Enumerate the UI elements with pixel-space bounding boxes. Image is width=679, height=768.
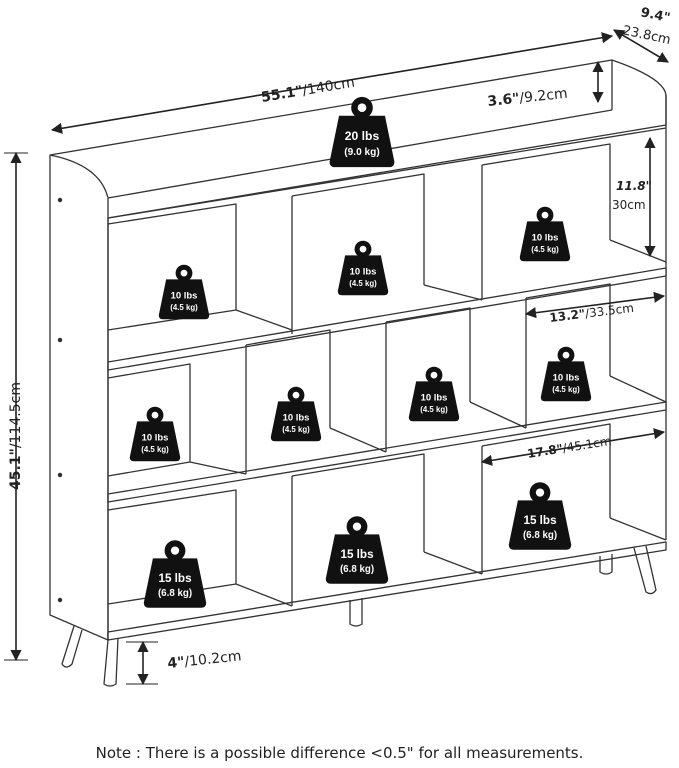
leg-height-in-label: 4" bbox=[167, 654, 186, 672]
cube-height-in-label: 11.8" bbox=[616, 179, 652, 193]
weight-lbs-label: 15 lbs bbox=[340, 548, 374, 561]
depth-dimension-line bbox=[613, 29, 669, 63]
weight-icon: 20 lbs (9.0 kg) bbox=[329, 96, 395, 168]
svg-text:55.1"/140cm: 55.1"/140cm bbox=[260, 75, 356, 106]
weight-lbs-label: 15 lbs bbox=[523, 514, 557, 527]
weight-lbs-label: 10 lbs bbox=[532, 232, 559, 243]
svg-text:3.6"/9.2cm: 3.6"/9.2cm bbox=[487, 86, 569, 110]
weight-lbs-label: 10 lbs bbox=[553, 372, 580, 383]
top-ledge-in-label: 3.6" bbox=[487, 91, 521, 110]
weight-icon: 10 lbs (4.5 kg) bbox=[519, 206, 571, 262]
weight-icon: 10 lbs (4.5 kg) bbox=[540, 346, 592, 402]
weight-kg-label: (9.0 kg) bbox=[344, 147, 379, 158]
weight-kg-label: (6.8 kg) bbox=[340, 564, 374, 575]
weight-kg-label: (4.5 kg) bbox=[141, 445, 169, 454]
dimension-lines bbox=[4, 29, 669, 686]
svg-text:17.8"/45.1cm: 17.8"/45.1cm bbox=[526, 434, 612, 461]
large-cube-width-in-label: 17.8" bbox=[526, 442, 564, 461]
top-ledge-cm-label: /9.2cm bbox=[519, 86, 569, 107]
weight-lbs-label: 10 lbs bbox=[421, 392, 448, 403]
middle-cube-width-dimension-line bbox=[524, 291, 666, 319]
weight-icon: 15 lbs (6.8 kg) bbox=[143, 540, 207, 608]
width-dimension-line bbox=[50, 32, 614, 134]
weight-kg-label: (4.5 kg) bbox=[552, 385, 580, 394]
weight-icon: 15 lbs (6.8 kg) bbox=[508, 482, 572, 550]
height-in-label: 45.1" bbox=[8, 448, 24, 490]
weight-icon: 10 lbs (4.5 kg) bbox=[408, 366, 460, 422]
svg-text:45.1"/114.5cm: 45.1"/114.5cm bbox=[8, 382, 24, 490]
weight-kg-label: (4.5 kg) bbox=[170, 303, 198, 312]
weight-icon: 10 lbs (4.5 kg) bbox=[337, 240, 389, 296]
weight-capacity-icons: 20 lbs (9.0 kg) 10 lbs (4.5 kg) 10 lbs (4.5 k… bbox=[129, 96, 592, 608]
large-cube-width-cm-label: /45.1cm bbox=[562, 434, 613, 456]
width-in-label: 55.1" bbox=[260, 83, 304, 106]
weight-lbs-label: 15 lbs bbox=[158, 572, 192, 585]
weight-kg-label: (4.5 kg) bbox=[282, 425, 310, 434]
weight-kg-label: (4.5 kg) bbox=[420, 405, 448, 414]
middle-cube-width-in-label: 13.2" bbox=[549, 307, 586, 325]
weight-lbs-label: 10 lbs bbox=[350, 266, 377, 277]
weight-icon: 10 lbs (4.5 kg) bbox=[270, 386, 322, 442]
weight-lbs-label: 10 lbs bbox=[283, 412, 310, 423]
svg-text:13.2"/33.5cm: 13.2"/33.5cm bbox=[549, 301, 635, 325]
weight-lbs-label: 10 lbs bbox=[171, 290, 198, 301]
svg-text:4"/10.2cm: 4"/10.2cm bbox=[167, 648, 243, 672]
weight-icon: 10 lbs (4.5 kg) bbox=[129, 406, 181, 462]
height-cm-label: /114.5cm bbox=[8, 382, 24, 448]
weight-lbs-label: 20 lbs bbox=[345, 129, 380, 143]
depth-in-label: 9.4" bbox=[639, 5, 671, 26]
weight-icon: 10 lbs (4.5 kg) bbox=[158, 264, 210, 320]
depth-cm-label: 23.8cm bbox=[621, 23, 672, 48]
weight-kg-label: (4.5 kg) bbox=[349, 279, 377, 288]
weight-lbs-label: 10 lbs bbox=[142, 432, 169, 443]
leg-height-cm-label: /10.2cm bbox=[184, 648, 243, 670]
width-cm-label: /140cm bbox=[301, 75, 356, 99]
measurement-note: Note : There is a possible difference <0… bbox=[95, 744, 584, 762]
weight-kg-label: (4.5 kg) bbox=[531, 245, 559, 254]
cube-height-cm-label: 30cm bbox=[612, 198, 646, 212]
weight-kg-label: (6.8 kg) bbox=[158, 588, 192, 599]
large-cube-width-dimension-line bbox=[480, 428, 666, 466]
weight-icon: 15 lbs (6.8 kg) bbox=[325, 516, 389, 584]
weight-kg-label: (6.8 kg) bbox=[523, 530, 557, 541]
middle-cube-width-cm-label: /33.5cm bbox=[584, 301, 634, 321]
